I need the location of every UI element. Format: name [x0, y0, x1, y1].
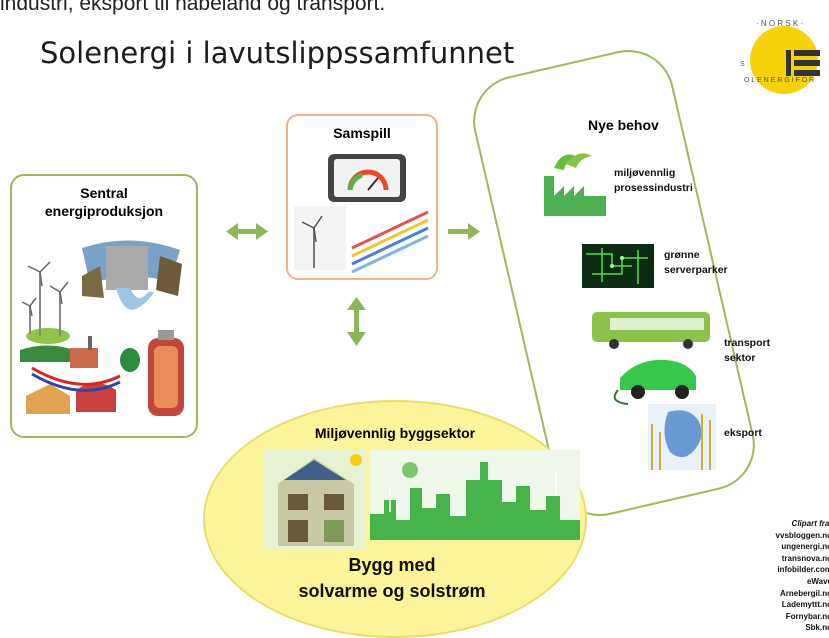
source-item: Fornybar.no: [785, 611, 829, 621]
bidirectional-arrow-icon: [226, 223, 268, 240]
source-item: Arnebergil.no: [779, 588, 829, 598]
green-factory-icon: [544, 153, 606, 216]
top-text-fragment: industri, eksport til nabeland og transp…: [0, 0, 386, 15]
source-item: ungenergi.no: [781, 542, 829, 552]
arrow-right-icon: [448, 223, 480, 240]
source-item: Lademyttt.no: [781, 600, 829, 610]
source-item: infobilder.com: [777, 565, 829, 575]
sources-heading: Clipart fra:: [791, 519, 829, 528]
samspill-heading: Samspill: [333, 125, 391, 141]
hydro-dam-icon: [82, 240, 182, 310]
byggsektor-main-line2: solvarme og solstrøm: [298, 581, 486, 601]
district-heating-icon: [20, 336, 140, 414]
nye-behov-item-label: transport sektor: [724, 337, 771, 364]
svg-text:O L E N E R G I F O R: O L E N E R G I F O R: [744, 77, 814, 84]
solar-house-icon: [264, 450, 366, 550]
green-city-icon: [370, 450, 580, 540]
solar-logo-icon: · N O R S K · S O L E N E R G I F O R: [736, 12, 829, 108]
vertical-bidirectional-arrow-icon: [347, 297, 366, 346]
page-title: Solenergi i lavutslippssamfunnet: [40, 36, 515, 70]
source-item: vvsbloggen.no: [775, 530, 829, 540]
svg-text:· N O R S K ·: · N O R S K ·: [756, 19, 803, 28]
sentral-heading: Sentral energiproduksjon: [44, 185, 164, 219]
electric-vehicles-icon: [592, 312, 710, 405]
source-item: transnova.no: [781, 553, 829, 563]
byggsektor-heading: Miljøvennlig byggsektor: [314, 425, 476, 441]
nye-behov-heading: Nye behov: [588, 117, 659, 133]
source-item: eWave: [806, 576, 829, 586]
smart-meter-icon: [328, 154, 406, 202]
nye-behov-item-label: eksport: [724, 427, 762, 439]
byggsektor-main-line1: Bygg med: [348, 555, 436, 575]
svg-text:S: S: [740, 61, 745, 68]
samspill-box: Samspill: [286, 114, 438, 280]
clipart-sources: Clipart fra: vvsbloggen.no ungenergi.no …: [728, 518, 829, 634]
server-park-icon: [582, 244, 654, 288]
heat-storage-tank-icon: [148, 330, 184, 416]
nye-behov-item-label: miljøvennlig prosessindustri: [614, 167, 693, 194]
source-item: Sbk.no: [805, 623, 829, 633]
export-map-icon: [648, 404, 716, 470]
power-lines-icon: [351, 210, 429, 274]
sentral-energiproduksjon-box: Sentral energiproduksjon: [10, 174, 198, 438]
nye-behov-item-label: grønne serverparker: [664, 249, 728, 276]
wind-turbine-icon: [294, 206, 346, 270]
wind-turbines-icon: [21, 261, 70, 344]
